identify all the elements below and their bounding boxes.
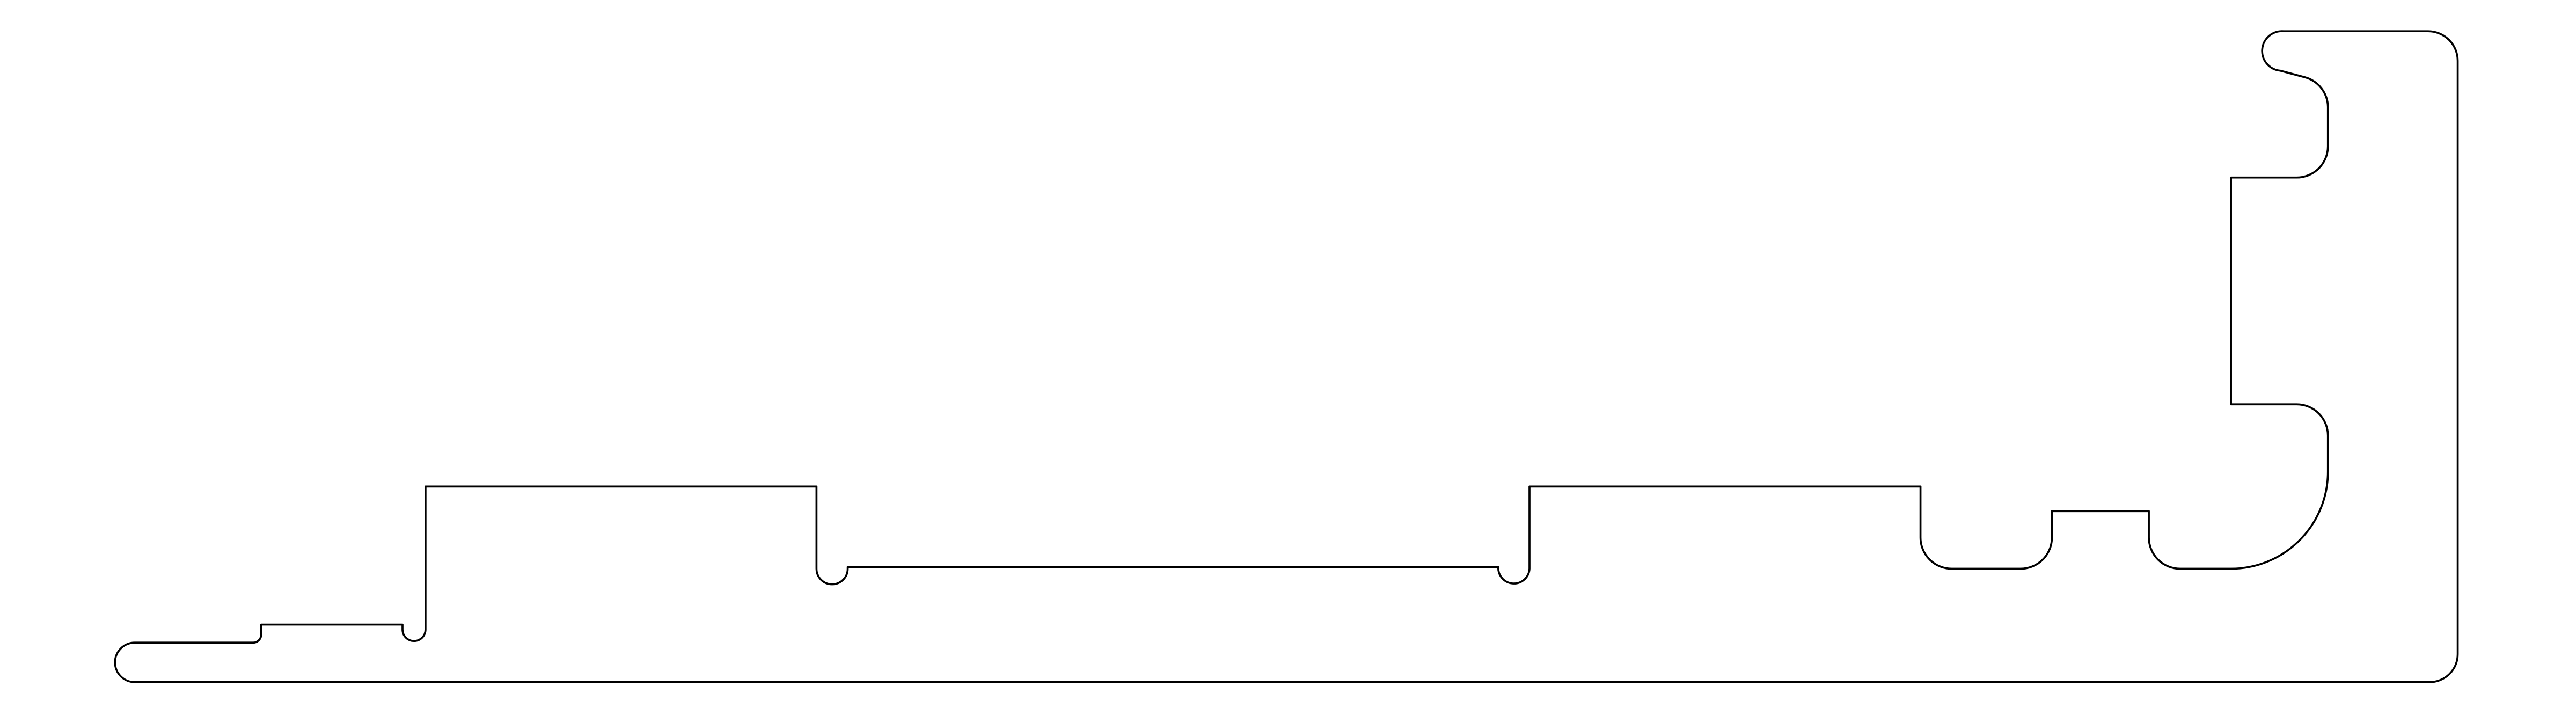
profile-outline-path — [114, 30, 2459, 683]
